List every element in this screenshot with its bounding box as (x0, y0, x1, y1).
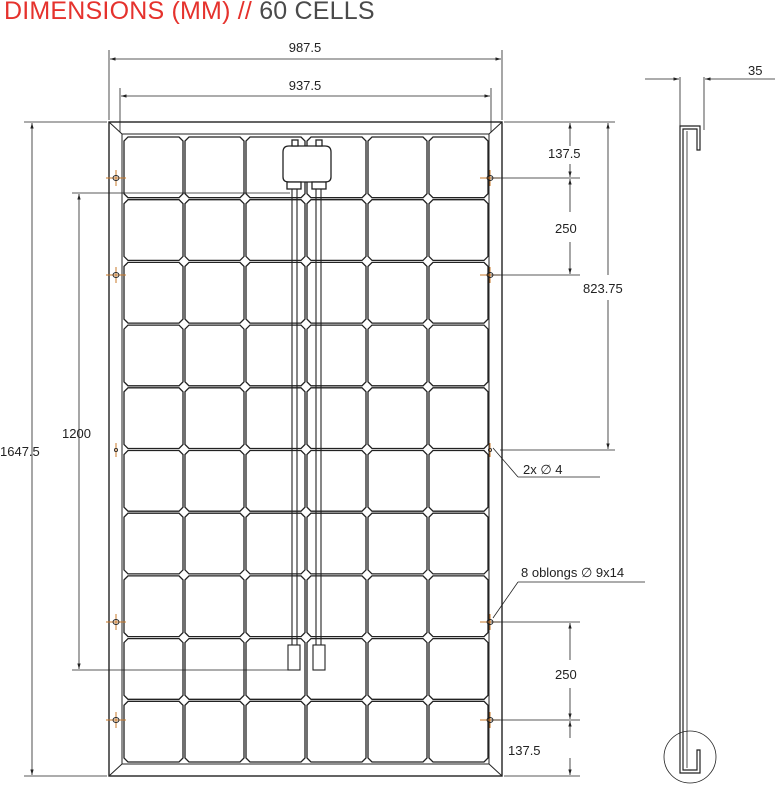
cable-right (312, 189, 326, 671)
dim-hole-spacing (72, 192, 290, 671)
solar-cell (245, 575, 306, 638)
label-overall-width: 987.5 (289, 40, 322, 55)
solar-cell (428, 199, 489, 262)
solar-cell (306, 387, 367, 450)
solar-cell (428, 449, 489, 512)
solar-cell (184, 637, 245, 700)
solar-cell (123, 512, 184, 575)
solar-cell (245, 324, 306, 387)
solar-cell (245, 199, 306, 262)
label-mount-holes: 8 oblongs ∅ 9x14 (521, 565, 624, 580)
cable-left (287, 189, 301, 671)
solar-cell (367, 512, 428, 575)
solar-cell (306, 512, 367, 575)
dim-overall-width (108, 50, 503, 120)
solar-cell (245, 449, 306, 512)
page-title: DIMENSIONS (MM) // 60 CELLS (4, 0, 375, 26)
solar-cell (123, 449, 184, 512)
solar-cell (306, 324, 367, 387)
solar-cell (184, 575, 245, 638)
oblong-hole (106, 614, 126, 630)
side-profile (645, 77, 775, 784)
solar-cell (428, 637, 489, 700)
solar-cell (306, 449, 367, 512)
solar-cell (428, 136, 489, 199)
label-bottom-offset: 137.5 (508, 743, 541, 758)
solar-cell (367, 387, 428, 450)
solar-cell (184, 261, 245, 324)
solar-cell (306, 261, 367, 324)
solar-cell (184, 136, 245, 199)
oblong-hole (106, 170, 126, 186)
title-prefix: DIMENSIONS (MM) // (4, 0, 253, 25)
title-suffix: 60 CELLS (259, 0, 375, 25)
oblong-hole (106, 267, 126, 283)
solar-cell (306, 575, 367, 638)
label-cell-width: 937.5 (289, 78, 322, 93)
solar-cell (184, 387, 245, 450)
solar-cell (123, 261, 184, 324)
solar-cell (123, 575, 184, 638)
solar-cell (428, 324, 489, 387)
label-ground-holes: 2x ∅ 4 (523, 462, 563, 477)
dim-overall-height (24, 121, 107, 777)
solar-cell (184, 199, 245, 262)
ground-hole (487, 443, 492, 457)
solar-cell (367, 199, 428, 262)
label-frame-depth: 35 (748, 63, 762, 78)
solar-cell (123, 387, 184, 450)
ground-hole (114, 443, 119, 457)
solar-cell (367, 449, 428, 512)
solar-cell (245, 512, 306, 575)
callout-mount-holes (492, 581, 645, 619)
solar-cell (245, 387, 306, 450)
solar-cell (367, 324, 428, 387)
solar-cell (428, 261, 489, 324)
callout-ground-holes (492, 447, 600, 478)
solar-cell (367, 637, 428, 700)
solar-cell (123, 324, 184, 387)
label-overall-height: 1647.5 (0, 444, 40, 459)
solar-cell (428, 700, 489, 763)
dim-right-chain (491, 121, 615, 777)
cell-grid (123, 136, 489, 763)
solar-cell (123, 199, 184, 262)
solar-cell (367, 136, 428, 199)
label-lower-gap: 250 (555, 667, 577, 682)
solar-cell (123, 700, 184, 763)
label-center-distance: 823.75 (583, 281, 623, 296)
solar-cell (184, 324, 245, 387)
label-top-offset: 137.5 (548, 146, 581, 161)
label-upper-gap: 250 (555, 221, 577, 236)
solar-cell (367, 575, 428, 638)
solar-cell (367, 261, 428, 324)
solar-cell (184, 700, 245, 763)
solar-cell (184, 512, 245, 575)
junction-box (282, 139, 332, 190)
oblong-hole (106, 712, 126, 728)
dim-cell-width (119, 88, 492, 132)
solar-cell (245, 700, 306, 763)
solar-cell (428, 387, 489, 450)
solar-cell (123, 136, 184, 199)
solar-cell (428, 512, 489, 575)
solar-cell (184, 449, 245, 512)
solar-cell (428, 575, 489, 638)
solar-cell (306, 700, 367, 763)
solar-cell (367, 700, 428, 763)
label-hole-spacing: 1200 (62, 426, 91, 441)
solar-cell (123, 637, 184, 700)
solar-cell (245, 261, 306, 324)
solar-cell (306, 199, 367, 262)
